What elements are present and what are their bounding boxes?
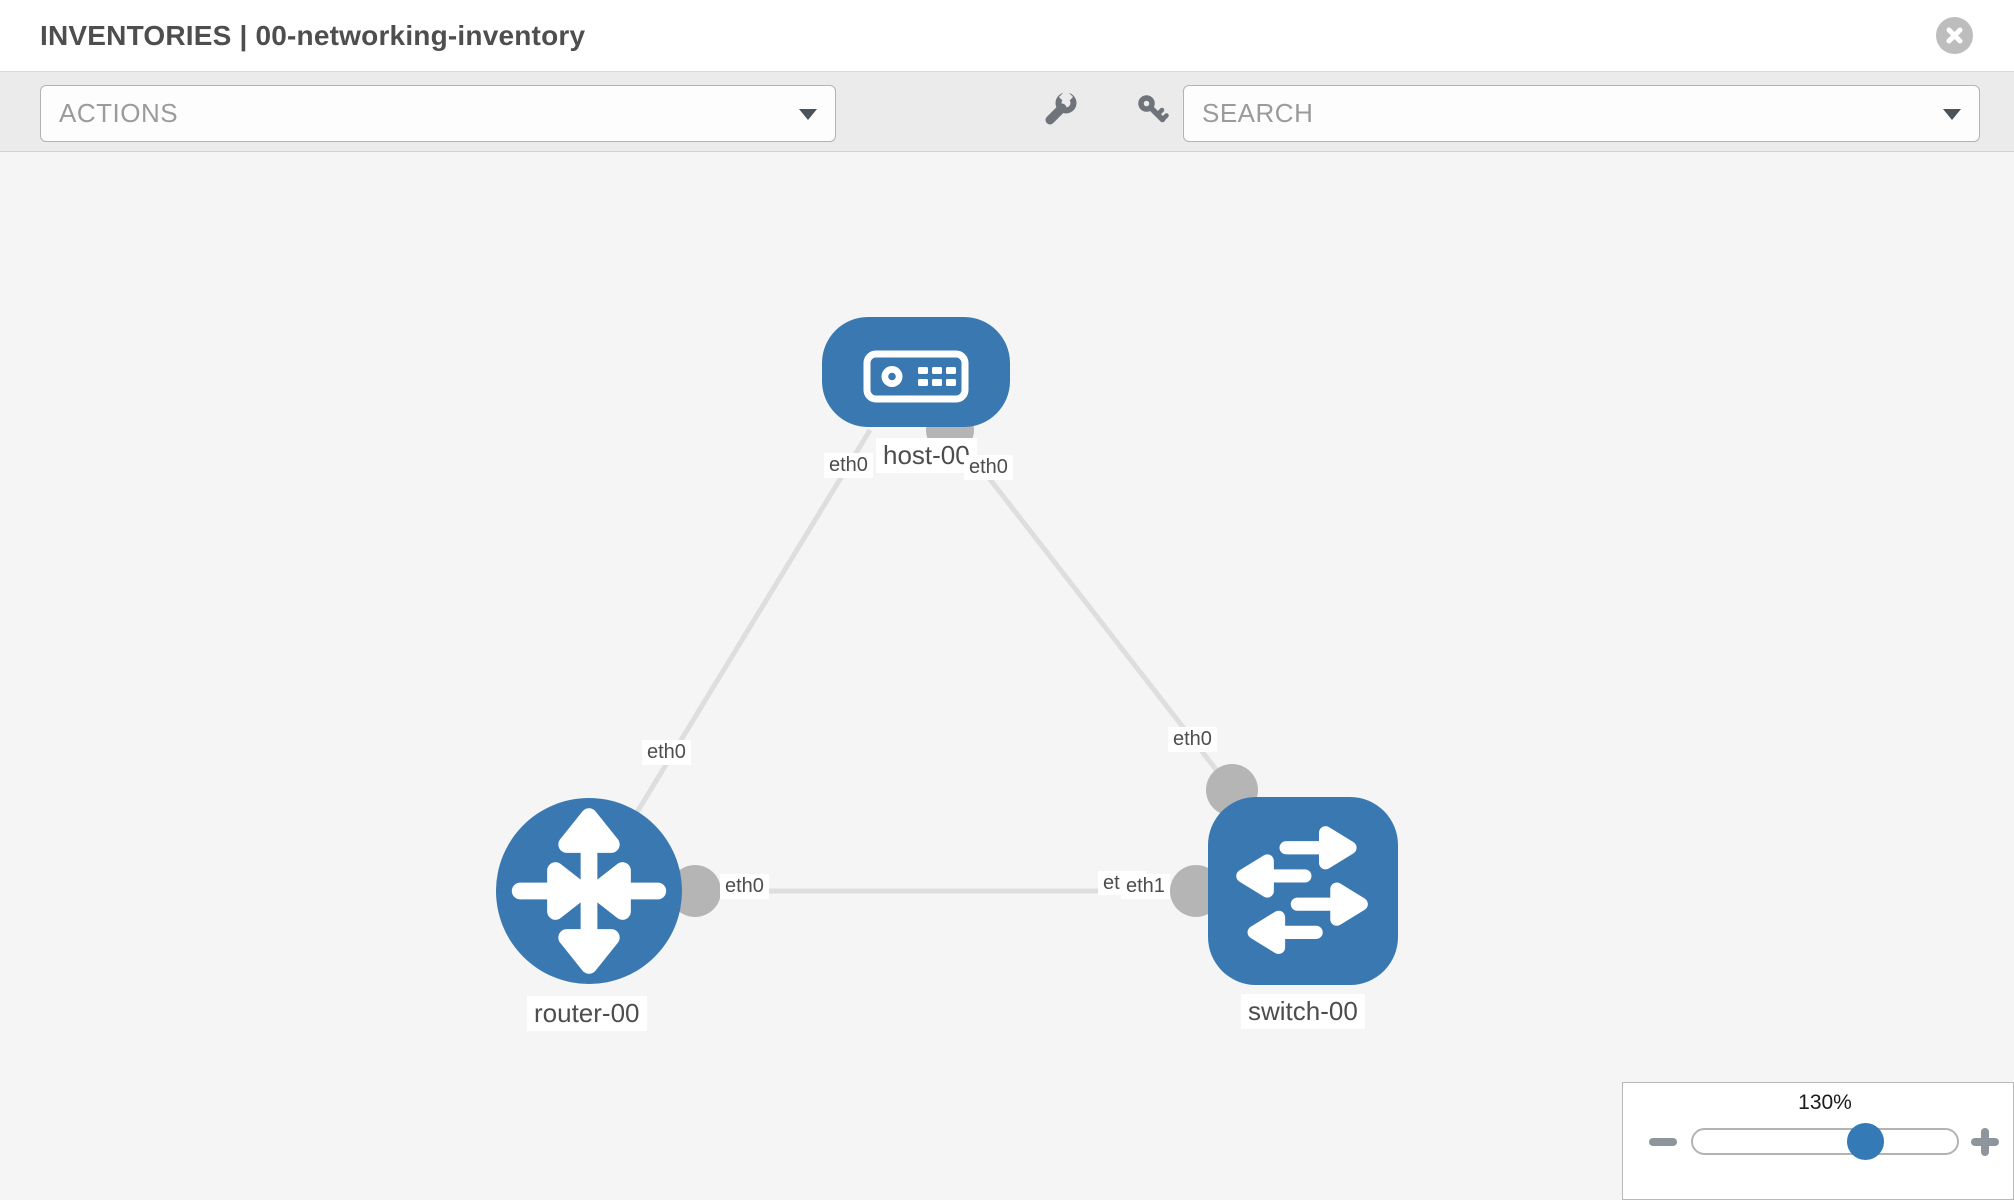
if-label-switch-overlap: eth0 eth1 <box>1098 871 1170 899</box>
actions-dropdown-label: ACTIONS <box>59 98 179 128</box>
zoom-slider-track[interactable] <box>1691 1123 1959 1160</box>
close-icon <box>1946 27 1963 44</box>
node-label-router: router-00 <box>527 996 647 1031</box>
if-label-switch-eth1: eth1 <box>1121 874 1170 899</box>
zoom-panel: 130% <box>1622 1082 2014 1200</box>
if-label-host-to-router: eth0 <box>824 453 873 478</box>
node-router-00[interactable] <box>496 798 682 984</box>
chevron-down-icon <box>799 108 817 120</box>
node-label-host: host-00 <box>876 438 977 473</box>
if-label-switch-to-host: eth0 <box>1168 727 1217 752</box>
node-switch-00[interactable] <box>1208 797 1398 985</box>
page-title: INVENTORIES | 00-networking-inventory <box>40 19 586 51</box>
topology-canvas[interactable]: host-00 router-00 switch-00 eth0 eth0 et… <box>0 152 2014 1200</box>
host-icon <box>863 350 969 403</box>
chevron-down-icon <box>1943 108 1961 120</box>
node-host-00[interactable] <box>822 317 1010 427</box>
actions-dropdown[interactable]: ACTIONS <box>40 85 836 142</box>
wrench-icon[interactable] <box>1040 89 1078 134</box>
if-label-host-to-switch: eth0 <box>964 455 1013 480</box>
zoom-percent: 130% <box>1798 1091 1852 1114</box>
node-label-switch: switch-00 <box>1241 994 1365 1029</box>
topology-links <box>586 426 1234 894</box>
zoom-in-button[interactable] <box>1971 1128 1999 1156</box>
if-label-router-to-host: eth0 <box>642 740 691 765</box>
zoom-slider-thumb[interactable] <box>1847 1123 1884 1160</box>
if-label-router-to-switch: eth0 <box>720 874 769 899</box>
search-dropdown[interactable]: SEARCH <box>1183 85 1980 142</box>
close-button[interactable] <box>1936 17 1973 54</box>
toolbar: ACTIONS SEARCH <box>0 72 2014 152</box>
toolbar-tools <box>1040 72 1170 152</box>
switch-icon <box>1236 826 1368 954</box>
key-icon[interactable] <box>1136 93 1170 132</box>
search-placeholder: SEARCH <box>1202 98 1314 128</box>
zoom-out-button[interactable] <box>1649 1138 1677 1146</box>
router-icon <box>511 808 667 974</box>
header: INVENTORIES | 00-networking-inventory <box>0 0 2014 72</box>
